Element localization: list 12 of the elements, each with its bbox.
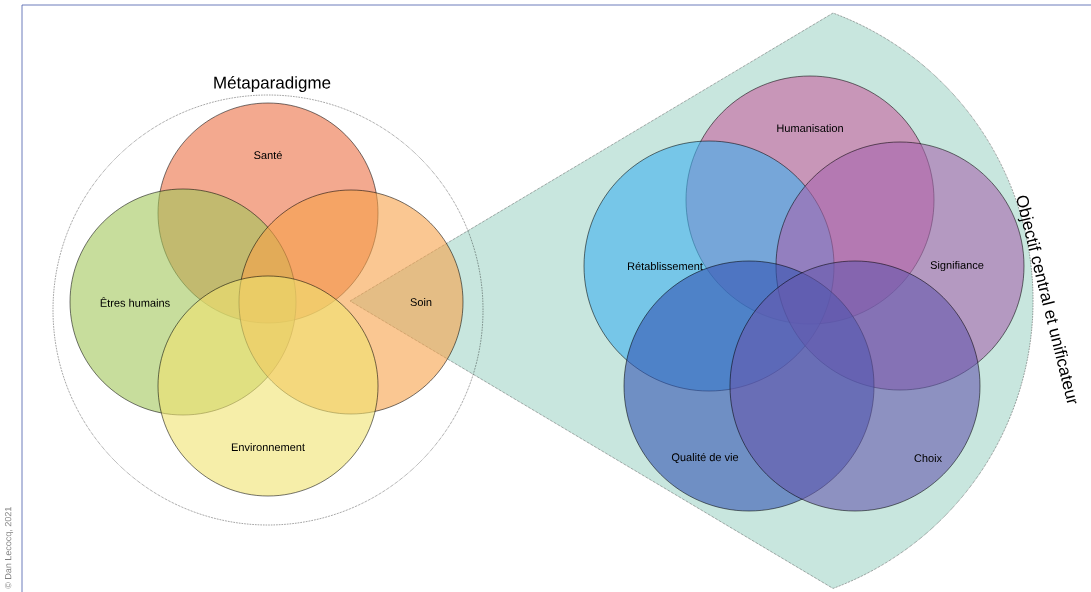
copyright-note: © Dan Lecocq, 2021 [4,507,14,589]
circle-label: Signifiance [930,260,984,272]
circle-label: Êtres humains [100,297,170,307]
circle-label: Humanisation [777,123,843,133]
circle-label: Environnement [231,442,305,452]
circle-label: Qualité de vie [671,452,739,464]
circle-label: Soin [410,297,432,307]
venn-circle [238,189,464,415]
node-label: Métaparadigme [214,75,331,93]
circle-label: Santé [254,150,282,160]
circle-label: Choix [914,453,942,463]
circle-label: Rétablissement [628,261,703,271]
